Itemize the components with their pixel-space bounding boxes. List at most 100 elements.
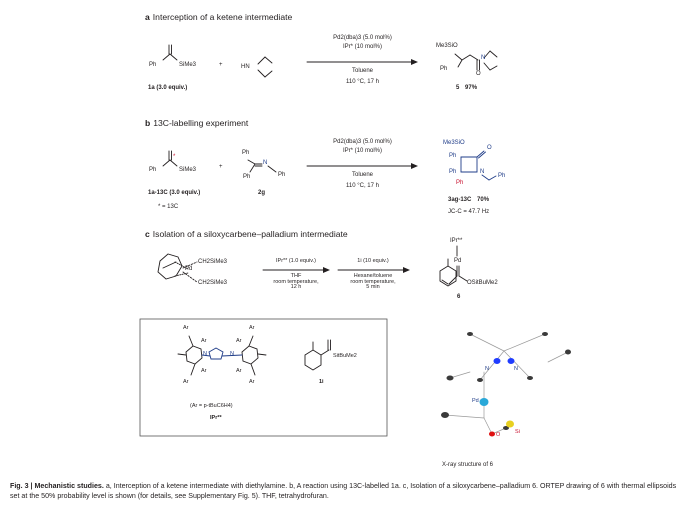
- label-legend: * = 13C: [158, 204, 179, 210]
- product-5-label: 5: [456, 85, 460, 91]
- start-metal: Pd: [185, 266, 193, 272]
- catalyst-b: Pd2(dba)3 (5.0 mol%): [333, 139, 392, 145]
- reagent-1i-structure: [304, 339, 331, 371]
- product-5-o: O: [476, 71, 481, 77]
- figure-number: Fig. 3 |: [10, 482, 33, 490]
- figure-title: Mechanistic studies.: [34, 482, 104, 490]
- solvent-a: Toluene: [351, 68, 374, 74]
- xray-atoms: [441, 332, 571, 437]
- lactam-ph2: Ph: [449, 169, 457, 175]
- lactam-label: 3ag-13C: [448, 197, 472, 203]
- acylsilane-13C-structure: [162, 150, 178, 167]
- temp-b: 110 °C, 17 h: [346, 183, 379, 189]
- step1-time: 12 h: [290, 284, 302, 290]
- reagent-1i-label: 1i: [319, 379, 324, 385]
- step1-reagent: IPr** (1.0 equiv.): [276, 258, 316, 264]
- ar-label-4: Ar: [236, 338, 242, 344]
- start-ligand-2: CH2SiMe3: [198, 280, 228, 286]
- step2-reagent: 1i (10 equiv.): [357, 258, 389, 264]
- step1-conditions: THF room temperature, 12 h: [258, 273, 334, 291]
- acylsilane-1a-structure: [162, 44, 178, 61]
- plus-a: +: [219, 62, 223, 68]
- ar-label-7: Ar: [183, 379, 189, 385]
- figure-caption: Fig. 3 | Mechanistic studies. a, Interce…: [10, 481, 682, 501]
- lactam-caption: 3ag-13C 70%: [448, 197, 489, 203]
- ipr-ligand-structure: [177, 335, 267, 376]
- lactam-ph4: Ph: [498, 173, 506, 179]
- xray-n-1: N: [485, 366, 489, 372]
- xray-o: O: [496, 432, 501, 438]
- reactant-13c-label: 1a-13C (3.0 equiv.): [148, 190, 201, 196]
- step1-temp: room temperature,: [273, 278, 319, 285]
- panel-a-title-text: Interception of a ketene intermediate: [152, 12, 293, 22]
- product-5-caption: 5 97%: [456, 85, 477, 91]
- conditions-a-above: Pd2(dba)3 (5.0 mol%) IPr* (10 mol%): [305, 35, 420, 50]
- reactant-13c-star: *: [173, 154, 176, 160]
- ar-label-2: Ar: [249, 325, 255, 331]
- lactam-o: O: [487, 145, 492, 151]
- product-6-label: 6: [457, 294, 461, 300]
- step2-temp: room temperature,: [350, 278, 396, 285]
- ar-definition: (Ar = p-tBuC6H4): [190, 403, 233, 409]
- ar-label-1: Ar: [183, 325, 189, 331]
- ar-label-6: Ar: [236, 368, 242, 374]
- product-5-n: N: [481, 55, 486, 61]
- temp-a: 110 °C, 17 h: [346, 79, 379, 85]
- step2-conditions: Hexane/toluene room temperature, 5 min: [336, 273, 410, 291]
- panel-a-letter: a: [145, 12, 150, 22]
- reactant-1a-left: Ph: [149, 62, 157, 68]
- pd-cod-structure: [157, 253, 198, 283]
- xray-si: Si: [515, 429, 520, 435]
- xray-caption: X-ray structure of 6: [442, 462, 494, 468]
- panel-b-title-text: 13C-labelling experiment: [153, 118, 249, 128]
- ligand-b: IPr* (10 mol%): [342, 148, 382, 154]
- catalyst-a: Pd2(dba)3 (5.0 mol%): [333, 35, 392, 41]
- reactant-1a-right: SiMe3: [179, 62, 197, 68]
- figure-caption-body: a, Interception of a ketene intermediate…: [10, 482, 677, 500]
- conditions-a-below: Toluene 110 °C, 17 h: [305, 68, 420, 85]
- imine-2g-n: N: [263, 160, 268, 166]
- lactam-top: Me3SiO: [443, 140, 465, 146]
- imine-2g-right: Ph: [278, 172, 286, 178]
- start-ligand-1: CH2SiMe3: [198, 259, 228, 265]
- imine-2g-top: Ph: [242, 150, 250, 156]
- product-5-top: Me3SiO: [436, 43, 458, 49]
- ar-label-3: Ar: [201, 338, 207, 344]
- coupling-constant: JC-C = 47.7 Hz: [448, 209, 490, 215]
- imine-2g-label: 2g: [258, 190, 266, 196]
- product-6-metal: Pd: [454, 258, 462, 264]
- solvent-b: Toluene: [351, 172, 374, 178]
- beta-lactam-3ag-structure: [460, 150, 497, 181]
- product-6-group: OSitBuMe2: [467, 280, 498, 286]
- ar-label-5: Ar: [201, 368, 207, 374]
- panel-b-letter: b: [145, 118, 151, 128]
- conditions-b-above: Pd2(dba)3 (5.0 mol%) IPr* (10 mol%): [305, 139, 420, 154]
- xray-n-2: N: [514, 366, 518, 372]
- panel-c-title-text: Isolation of a siloxycarbene–palladium i…: [152, 229, 348, 239]
- lactam-ph3: Ph: [456, 180, 464, 186]
- step2-solvent: Hexane/toluene: [353, 273, 393, 279]
- imine-2g-bottom: Ph: [243, 174, 251, 180]
- product-5-yield: 97%: [465, 85, 478, 91]
- diethylamine-structure: [257, 56, 273, 78]
- ipr-n-1: N: [203, 351, 207, 357]
- reactant-13c-right: SiMe3: [179, 167, 197, 173]
- plus-b: +: [219, 164, 223, 170]
- lactam-ph1: Ph: [449, 153, 457, 159]
- product-5-left: Ph: [440, 66, 448, 72]
- ar-label-8: Ar: [249, 379, 255, 385]
- ligand-box: [139, 318, 388, 437]
- box-ligand-name: IPr**: [210, 415, 222, 421]
- conditions-b-below: Toluene 110 °C, 17 h: [305, 172, 420, 189]
- reactant-1a-label: 1a (3.0 equiv.): [148, 85, 188, 91]
- xray-pd: Pd: [472, 398, 479, 404]
- xray-ortep-structure: [444, 333, 569, 435]
- lactam-yield: 70%: [477, 197, 490, 203]
- lactam-n: N: [480, 169, 485, 175]
- product-6-ligand: IPr**: [450, 238, 463, 244]
- step1-solvent: THF: [290, 273, 302, 279]
